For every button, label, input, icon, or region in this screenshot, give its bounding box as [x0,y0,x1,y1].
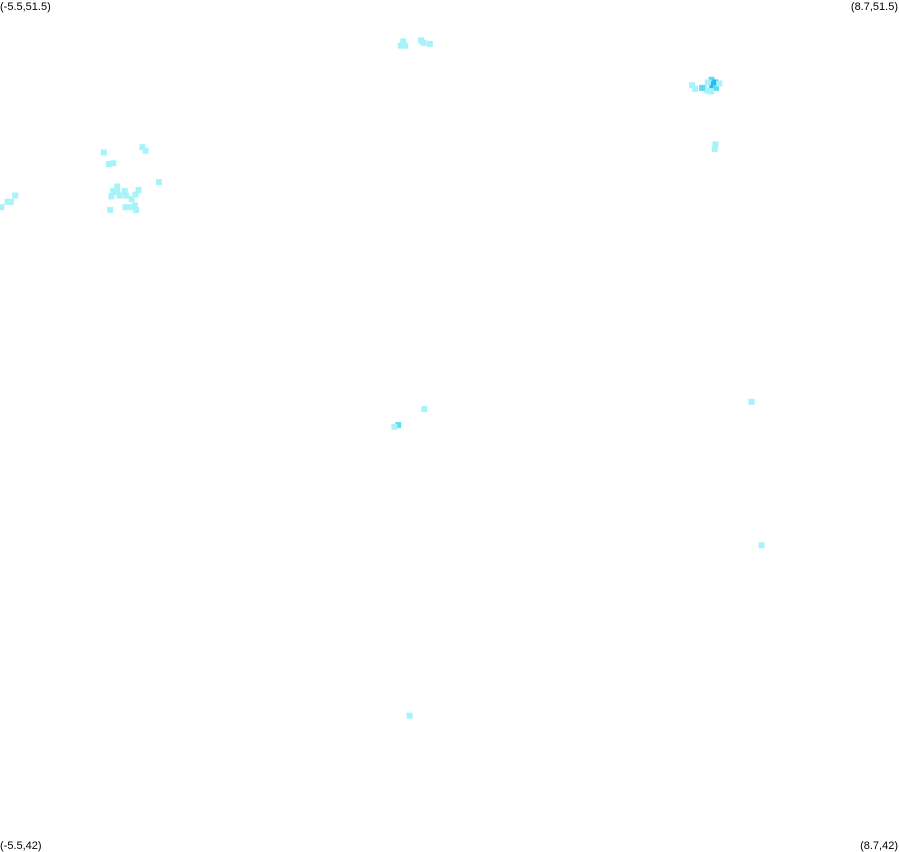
density-cell [105,161,112,168]
density-cell [708,76,715,83]
density-cell [114,183,121,190]
density-cell [692,85,699,92]
density-cell [110,160,117,167]
density-cell [7,198,14,205]
corner-label-top-right: (8.7,51.5) [850,1,898,13]
density-cell [114,188,121,195]
density-cell [748,398,755,405]
density-cell [107,206,114,213]
density-cell [704,79,711,86]
corner-label-bottom-left: (-5.5,42) [0,840,42,852]
density-cell [116,192,123,199]
density-cell [100,149,107,156]
density-cell [139,144,146,151]
density-cell [421,406,428,412]
density-cell [128,196,135,203]
density-cell [420,40,427,46]
density-cell [132,191,139,198]
density-cell [704,87,711,94]
density-cell [402,42,409,49]
density-cell [713,84,719,91]
density-cell [406,712,413,719]
density-cell [108,193,115,200]
density-cell [699,84,706,91]
density-cell [121,188,128,194]
density-cell [711,145,718,152]
density-cell [689,82,695,89]
density-cell [155,179,162,186]
density-cell [122,204,129,211]
density-cell [110,188,117,194]
density-cell [716,80,723,87]
corner-label-top-left: (-5.5,51.5) [0,1,51,13]
density-cell [12,192,19,199]
density-cell [142,147,149,154]
density-cell [758,542,765,549]
density-cell [426,40,433,47]
density-cell [709,82,716,89]
density-cell [123,192,129,199]
density-cell [400,38,407,45]
density-cell [391,423,398,430]
density-cell [133,206,140,213]
density-cell [712,141,719,148]
density-cell [397,42,404,49]
density-cell [395,422,402,429]
density-cell [131,202,138,209]
density-cell [712,79,719,86]
corner-label-bottom-right: (8.7,42) [860,840,898,852]
density-cell [708,88,714,95]
density-cell [0,204,5,211]
density-cell [135,187,142,194]
density-cell [4,198,11,205]
density-cell [128,204,135,211]
